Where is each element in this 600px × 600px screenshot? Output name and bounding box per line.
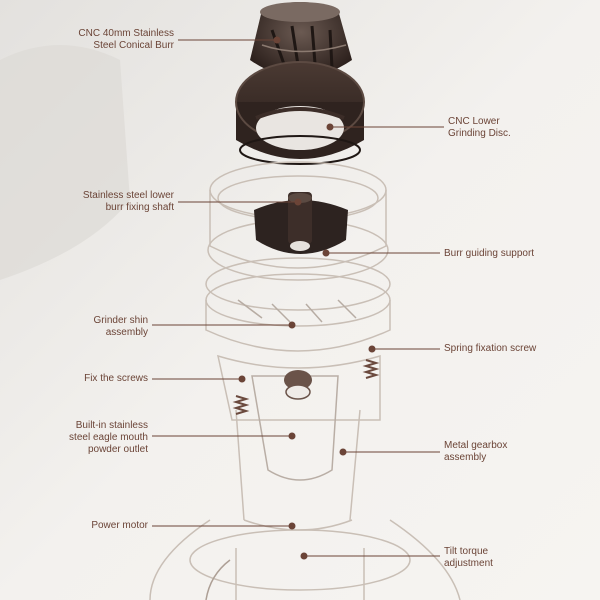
leader-lines xyxy=(152,39,444,557)
label-powder-outlet: Built-in stainless steel eagle mouth pow… xyxy=(69,420,148,455)
dot-gearbox xyxy=(339,448,347,456)
leader-dots xyxy=(238,36,376,560)
label-gearbox-assembly: Metal gearbox assembly xyxy=(444,440,508,463)
base-housing xyxy=(149,519,461,600)
label-conical-burr: CNC 40mm Stainless Steel Conical Burr xyxy=(78,28,174,51)
spring-right xyxy=(362,359,380,379)
label-fixing-shaft: Stainless steel lower burr fixing shaft xyxy=(82,190,174,213)
label-burr-guiding-support: Burr guiding support xyxy=(444,248,535,259)
dot-guide xyxy=(322,249,330,257)
dot-shaft xyxy=(294,198,302,206)
label-grinder-shin-assembly: Grinder shin assembly xyxy=(93,315,148,338)
dot-burr xyxy=(273,36,281,44)
grinder-shin-assembly xyxy=(205,257,391,352)
dot-spring xyxy=(368,345,376,353)
label-lower-grinding-disc: CNC Lower Grinding Disc. xyxy=(448,116,511,139)
label-tilt-torque: Tilt torque adjustment xyxy=(444,546,493,569)
conical-burr xyxy=(250,2,352,79)
dot-shin xyxy=(288,321,296,329)
dot-outlet xyxy=(288,432,296,440)
spring-left xyxy=(232,395,250,415)
fix-screw-cap xyxy=(284,370,312,400)
dot-tilt xyxy=(300,552,308,560)
dot-lower-disc xyxy=(326,123,334,131)
background-fabric-shape xyxy=(0,45,130,280)
burr-guiding-support xyxy=(254,192,348,254)
lower-grinding-disc xyxy=(235,61,365,165)
label-power-motor: Power motor xyxy=(91,520,148,531)
dot-screws xyxy=(238,375,246,383)
label-spring-fixation-screw: Spring fixation screw xyxy=(444,343,537,354)
dot-motor xyxy=(288,522,296,530)
label-fix-screws: Fix the screws xyxy=(84,373,148,384)
